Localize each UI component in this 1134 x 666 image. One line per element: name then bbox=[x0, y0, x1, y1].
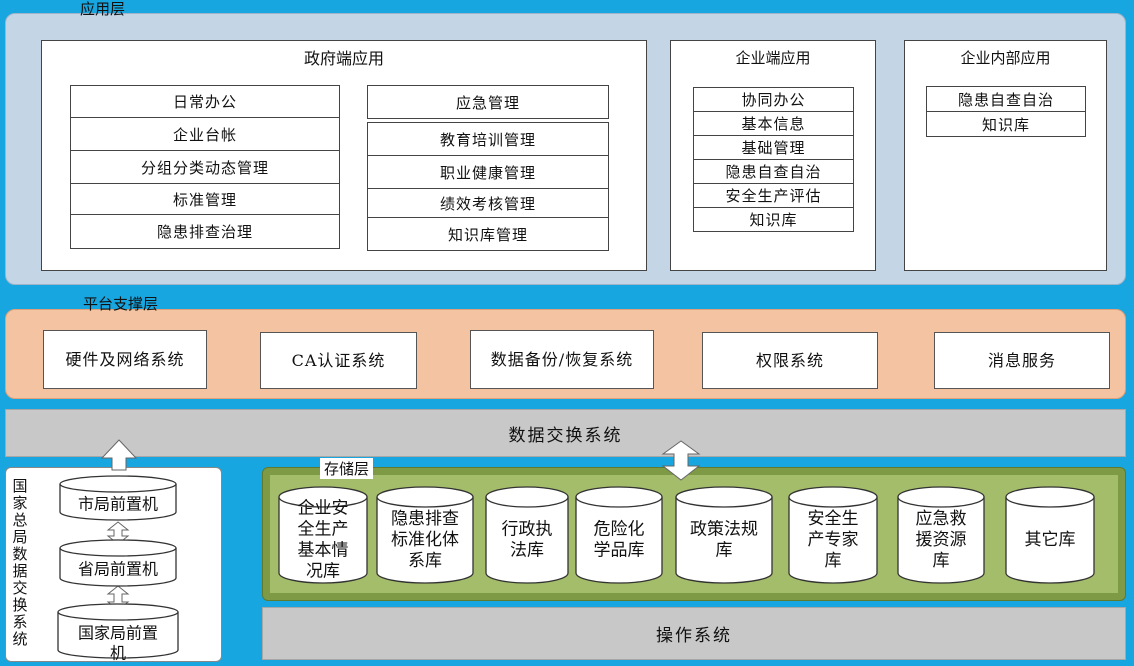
internal-app-panel bbox=[904, 40, 1107, 271]
internal-item-knowledge-base[interactable]: 知识库 bbox=[926, 112, 1086, 137]
gov-item-performance-mgmt[interactable]: 绩效考核管理 bbox=[367, 189, 609, 218]
gov-item-training-mgmt[interactable]: 教育培训管理 bbox=[367, 122, 609, 156]
storage-cylinder-0-line: 全生产 bbox=[298, 520, 349, 540]
enterprise-app-list: 协同办公 基本信息 基础管理 隐患自查自治 安全生产评估 知识库 bbox=[693, 87, 854, 232]
national-exchange-vertical-label: 国家总局数据交换系统 bbox=[11, 478, 29, 648]
gov-item-occupational-health[interactable]: 职业健康管理 bbox=[367, 156, 609, 189]
ent-item-knowledge-base[interactable]: 知识库 bbox=[693, 208, 854, 232]
gov-item-hazard-governance[interactable]: 隐患排查治理 bbox=[70, 215, 340, 249]
storage-cylinder-0-line: 况库 bbox=[306, 562, 340, 582]
gov-app-title: 政府端应用 bbox=[303, 49, 384, 68]
data-exchange-system[interactable]: 数据交换系统 bbox=[5, 409, 1126, 457]
gov-item-emergency-mgmt[interactable]: 应急管理 bbox=[367, 85, 609, 119]
double-arrow-storage bbox=[661, 440, 701, 481]
storage-cylinder-1-line: 隐患排查 bbox=[391, 509, 459, 529]
internal-app-title: 企业内部应用 bbox=[960, 48, 1051, 67]
ent-item-safety-assessment[interactable]: 安全生产评估 bbox=[693, 184, 854, 208]
gov-left-list: 日常办公 企业台帐 分组分类动态管理 标准管理 隐患排查治理 bbox=[70, 85, 340, 249]
operating-system[interactable]: 操作系统 bbox=[262, 607, 1126, 660]
application-layer-label: 应用层 bbox=[80, 0, 126, 18]
platform-layer-label: 平台支撑层 bbox=[83, 295, 159, 313]
storage-cylinder-2-line: 法库 bbox=[510, 541, 544, 561]
gov-item-standard-mgmt[interactable]: 标准管理 bbox=[70, 184, 340, 215]
storage-cylinder-2-line: 行政执 bbox=[502, 520, 553, 540]
gov-item-knowledge-mgmt[interactable]: 知识库管理 bbox=[367, 218, 609, 251]
ent-item-collab-office[interactable]: 协同办公 bbox=[693, 87, 854, 112]
internal-app-list: 隐患自查自治 知识库 bbox=[926, 86, 1086, 137]
gov-item-group-dynamic-mgmt[interactable]: 分组分类动态管理 bbox=[70, 151, 340, 184]
storage-cylinder-1-line: 标准化体 bbox=[391, 530, 459, 550]
storage-cylinder-7[interactable]: 其它库 bbox=[1005, 486, 1095, 584]
ent-item-basic-info[interactable]: 基本信息 bbox=[693, 112, 854, 136]
storage-cylinder-6-line: 应急救 bbox=[916, 509, 967, 529]
platform-ca-auth[interactable]: CA认证系统 bbox=[260, 332, 417, 389]
storage-cylinder-3-line: 学品库 bbox=[594, 541, 645, 561]
platform-hardware-network[interactable]: 硬件及网络系统 bbox=[43, 330, 207, 389]
ent-item-hazard-selfcheck[interactable]: 隐患自查自治 bbox=[693, 160, 854, 184]
enterprise-app-title: 企业端应用 bbox=[735, 48, 811, 67]
storage-cylinder-5-line: 库 bbox=[825, 551, 842, 571]
internal-item-hazard-selfcheck[interactable]: 隐患自查自治 bbox=[926, 86, 1086, 112]
gov-item-daily-office[interactable]: 日常办公 bbox=[70, 85, 340, 118]
platform-backup-restore[interactable]: 数据备份/恢复系统 bbox=[470, 330, 654, 389]
national-cylinder-1[interactable]: 省局前置机 bbox=[59, 539, 177, 587]
national-cylinder-label: 省局前置机 bbox=[78, 560, 158, 579]
storage-cylinder-5-line: 安全生 bbox=[808, 509, 859, 529]
storage-cylinder-1-line: 系库 bbox=[408, 551, 442, 571]
storage-cylinders: 企业安全生产基本情况库隐患排查标准化体系库行政执法库危险化学品库政策法规库安全生… bbox=[278, 486, 1095, 584]
storage-cylinder-7-line: 其它库 bbox=[1025, 530, 1076, 550]
storage-cylinder-0-line: 企业安 bbox=[298, 499, 349, 519]
national-cylinder-label: 国家局前置 bbox=[78, 624, 158, 643]
national-exchange-label: 国家总局数据交换系统 bbox=[12, 477, 28, 648]
platform-message-service[interactable]: 消息服务 bbox=[934, 332, 1110, 389]
storage-layer-label: 存储层 bbox=[320, 458, 374, 479]
national-cylinder-0[interactable]: 市局前置机 bbox=[59, 475, 177, 521]
storage-cylinder-3-line: 危险化 bbox=[594, 520, 645, 540]
platform-permission[interactable]: 权限系统 bbox=[702, 332, 878, 389]
storage-cylinder-4-line: 库 bbox=[716, 541, 733, 561]
storage-cylinder-0-line: 基本情 bbox=[298, 541, 349, 561]
double-arrow-left bbox=[100, 439, 138, 471]
storage-cylinder-5-line: 产专家 bbox=[808, 530, 859, 550]
national-cylinder-label-line2: 机 bbox=[110, 644, 126, 663]
gov-right-list: 应急管理 教育培训管理 职业健康管理 绩效考核管理 知识库管理 bbox=[367, 85, 609, 251]
national-cylinder-label: 市局前置机 bbox=[78, 495, 158, 514]
storage-cylinder-6-line: 援资源 bbox=[916, 530, 967, 550]
storage-cylinder-6-line: 库 bbox=[933, 551, 950, 571]
storage-cylinder-4-line: 政策法规 bbox=[690, 520, 758, 540]
gov-item-enterprise-ledger[interactable]: 企业台帐 bbox=[70, 118, 340, 151]
ent-item-basic-mgmt[interactable]: 基础管理 bbox=[693, 136, 854, 160]
